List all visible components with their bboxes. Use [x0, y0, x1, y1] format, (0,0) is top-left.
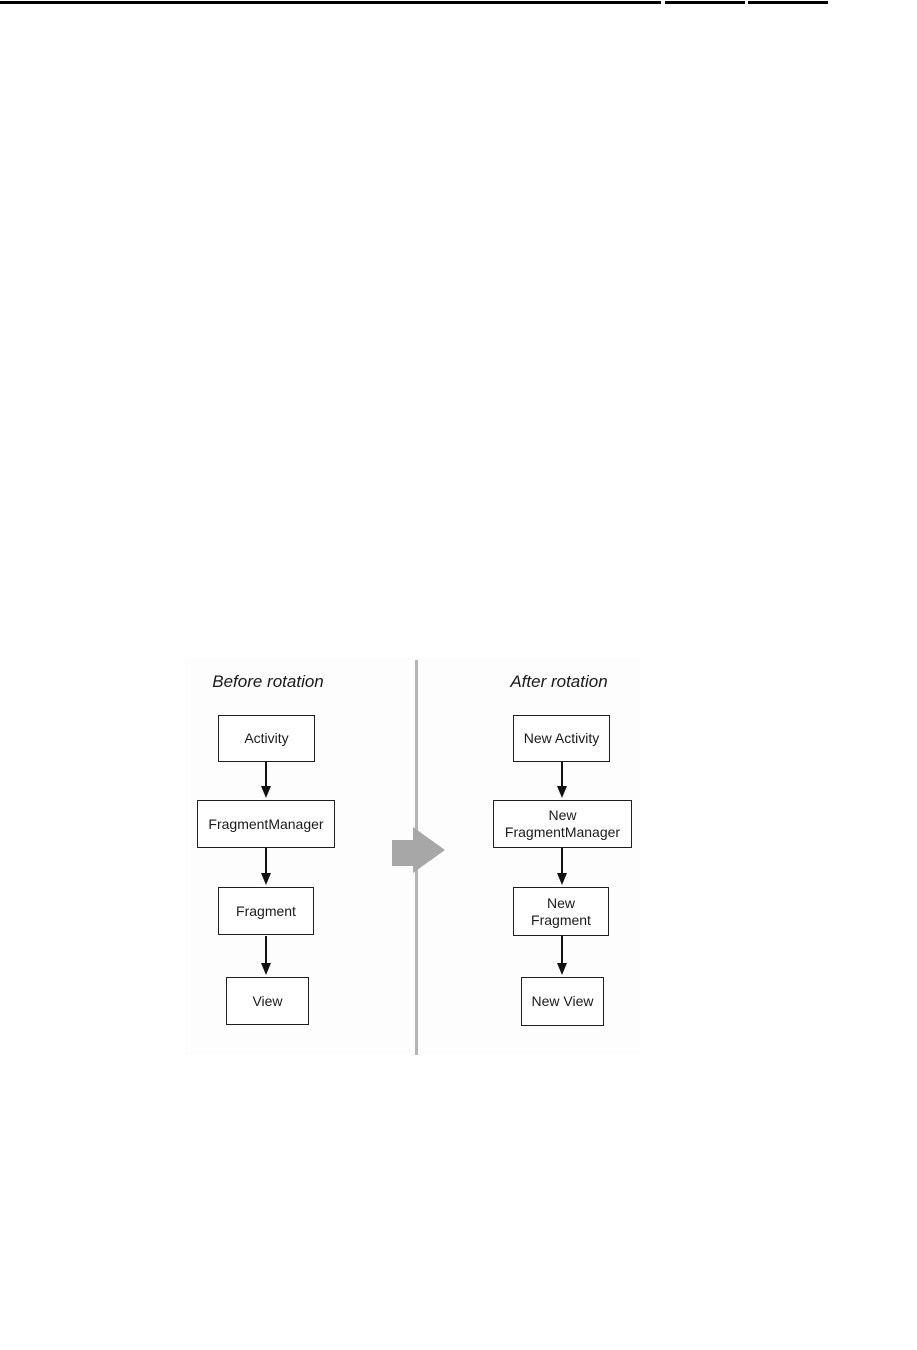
box-new-activity-label: New Activity	[523, 730, 600, 746]
box-new-fragment-label: New Fragment	[531, 894, 591, 928]
box-new-view-label: New View	[531, 993, 594, 1009]
down-arrow-icon	[557, 848, 567, 885]
down-arrow-icon	[261, 848, 271, 885]
box-view-label: View	[252, 992, 283, 1009]
rule-segment	[0, 1, 661, 4]
down-arrow-icon	[557, 762, 567, 798]
down-arrow-icon	[261, 936, 271, 975]
box-new-view: New View	[521, 977, 604, 1026]
box-new-fragmentmanager: New FragmentManager	[493, 800, 632, 848]
box-fragment-label: Fragment	[236, 902, 296, 919]
transition-arrow-body	[392, 840, 413, 866]
after-rotation-title: After rotation	[510, 672, 608, 691]
box-activity-label: Activity	[244, 730, 289, 746]
transition-arrow-head	[413, 827, 445, 873]
down-arrow-icon	[557, 936, 567, 975]
table-top-rule	[0, 0, 917, 6]
rule-segment	[748, 1, 828, 4]
box-fragment: Fragment	[218, 887, 314, 935]
box-new-fragment: New Fragment	[513, 887, 609, 936]
rotation-diagram: Before rotation After rotation Activity …	[185, 658, 640, 1055]
rule-segment	[665, 1, 745, 4]
box-activity: Activity	[218, 715, 315, 762]
before-rotation-title: Before rotation	[212, 672, 324, 691]
box-fragmentmanager-label: FragmentManager	[208, 815, 324, 832]
down-arrow-icon	[261, 762, 271, 798]
box-view: View	[226, 977, 309, 1025]
box-fragmentmanager: FragmentManager	[197, 800, 335, 848]
box-new-activity: New Activity	[513, 715, 610, 762]
box-new-fragmentmanager-label: New FragmentManager	[504, 807, 621, 840]
